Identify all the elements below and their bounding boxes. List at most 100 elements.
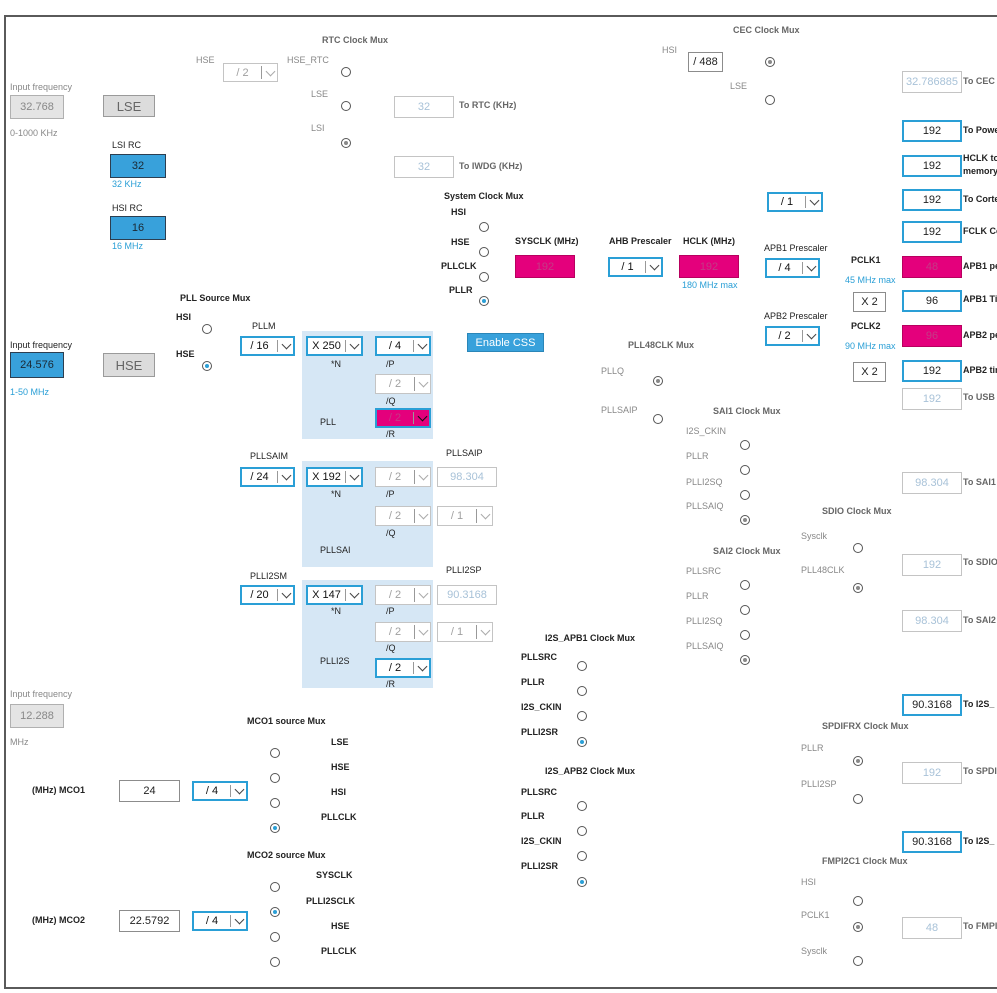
i2s-apb1-output-value[interactable]: 90.3168 [902, 694, 962, 716]
mco1-option-hsi[interactable] [270, 798, 280, 808]
apb2-peripheral-output[interactable]: 96 [902, 325, 962, 347]
pllsain-select[interactable]: X 192 [306, 467, 363, 487]
i2s-apb1-option-plli2sr[interactable] [577, 737, 587, 747]
plln-label: *N [331, 359, 342, 369]
sai1-option-i2s-ckin[interactable] [740, 440, 750, 450]
spdif-option-plli2sp[interactable] [853, 794, 863, 804]
i2s-apb1-option-i2s-ckin[interactable] [577, 711, 587, 721]
plli2sp-select[interactable]: / 2 [375, 585, 431, 605]
sai1-input-pllsaiq: PLLSAIQ [686, 501, 724, 511]
i2s-apb2-option-pllsrc[interactable] [577, 801, 587, 811]
pll-source-hse-label: HSE [176, 349, 195, 359]
sys-mux-option-pllr[interactable] [479, 296, 489, 306]
rtc-mux-option-lse[interactable] [341, 101, 351, 111]
i2s-apb2-output-value[interactable]: 90.3168 [902, 831, 962, 853]
ahb-prescaler-select[interactable]: / 1 [608, 257, 663, 277]
sai2-option-pllr[interactable] [740, 605, 750, 615]
plli2sm-select[interactable]: / 20 [240, 585, 295, 605]
i2s-apb2-option-i2s-ckin[interactable] [577, 851, 587, 861]
mco1-option-lse[interactable] [270, 748, 280, 758]
chevron-down-icon [281, 470, 292, 481]
pllq-select[interactable]: / 2 [375, 374, 431, 394]
mco2-divider-select[interactable]: / 4 [192, 911, 248, 931]
sai2-option-pllsrc[interactable] [740, 580, 750, 590]
fclk-output[interactable]: 192 [902, 221, 962, 243]
pllsaip-select[interactable]: / 2 [375, 467, 431, 487]
enable-css-button[interactable]: Enable CSS [467, 333, 544, 352]
sai2-option-pllsaiq[interactable] [740, 655, 750, 665]
plli2sn-select[interactable]: X 147 [306, 585, 363, 605]
hse-input-frequency[interactable]: 24.576 [10, 352, 64, 378]
fmpi2c-option-hsi[interactable] [853, 896, 863, 906]
mco2-option-sysclk[interactable] [270, 882, 280, 892]
pllsaip-out-value: 98.304 [437, 467, 497, 487]
apb1-prescaler-select[interactable]: / 4 [765, 258, 820, 278]
apb1-timer-output[interactable]: 96 [902, 290, 962, 312]
mco1-divider-select[interactable]: / 4 [192, 781, 248, 801]
plli2sr-select[interactable]: / 2 [375, 658, 431, 678]
chevron-down-icon [281, 339, 292, 350]
hclk-memory-output[interactable]: 192 [902, 155, 962, 177]
sdio-option-pll48clk[interactable] [853, 583, 863, 593]
pll48-option-pllsaip[interactable] [653, 414, 663, 424]
sdio-option-sysclk[interactable] [853, 543, 863, 553]
rtc-mux-option-hse[interactable] [341, 67, 351, 77]
mco2-option-pllclk[interactable] [270, 957, 280, 967]
cec-mux-option-lse[interactable] [765, 95, 775, 105]
pllsaiq-divider-select[interactable]: / 1 [437, 506, 493, 526]
pll-source-option-hse[interactable] [202, 361, 212, 371]
fmpi2c-option-pclk1[interactable] [853, 922, 863, 932]
fmpi2c-option-sysclk[interactable] [853, 956, 863, 966]
pllsaiq-select[interactable]: / 2 [375, 506, 431, 526]
sys-hse-label: HSE [451, 237, 470, 247]
sai1-option-pllsaiq[interactable] [740, 515, 750, 525]
sys-mux-option-pllclk[interactable] [479, 272, 489, 282]
pllsaim-label: PLLSAIM [250, 451, 289, 461]
pllp-select[interactable]: / 4 [375, 336, 431, 356]
sys-mux-option-hse[interactable] [479, 247, 489, 257]
pll48-option-pllq[interactable] [653, 376, 663, 386]
apb2-prescaler-select[interactable]: / 2 [765, 326, 820, 346]
pll48-pllsaip-label: PLLSAIP [601, 405, 638, 415]
hclk-memory-label-2: memory [963, 166, 997, 176]
rtc-mux-option-lsi[interactable] [341, 138, 351, 148]
sai1-input-plli2sq: PLLI2SQ [686, 477, 723, 487]
sysclk-value[interactable]: 192 [515, 255, 575, 278]
apb1-peripheral-label: APB1 pe [963, 261, 997, 271]
pllsaim-select[interactable]: / 24 [240, 467, 295, 487]
spdif-option-pllr[interactable] [853, 756, 863, 766]
sai1-option-plli2sq[interactable] [740, 490, 750, 500]
mco1-option-pllclk[interactable] [270, 823, 280, 833]
hse-oscillator[interactable]: HSE [103, 353, 155, 377]
pllsain-label: *N [331, 489, 342, 499]
pllr-select[interactable]: / 2 [375, 408, 431, 428]
pllm-select[interactable]: / 16 [240, 336, 295, 356]
apb2-timer-output[interactable]: 192 [902, 360, 962, 382]
mco1-option-hse[interactable] [270, 773, 280, 783]
sys-mux-option-hsi[interactable] [479, 222, 489, 232]
plli2sq-select[interactable]: / 2 [375, 622, 431, 642]
i2s-input-frequency[interactable]: 12.288 [10, 704, 64, 728]
rtc-hse-divider[interactable]: / 2 [223, 63, 278, 82]
plln-select[interactable]: X 250 [306, 336, 363, 356]
hclk-value[interactable]: 192 [679, 255, 739, 278]
i2s-apb1-input-i2s-ckin: I2S_CKIN [521, 702, 562, 712]
mco2-option-hse[interactable] [270, 932, 280, 942]
lse-input-frequency[interactable]: 32.768 [10, 95, 64, 119]
sai1-option-pllr[interactable] [740, 465, 750, 475]
cortex-divider-select[interactable]: / 1 [767, 192, 823, 212]
pll48-pllq-label: PLLQ [601, 366, 625, 376]
power-output[interactable]: 192 [902, 120, 962, 142]
i2s-apb1-option-pllsrc[interactable] [577, 661, 587, 671]
i2s-apb2-option-plli2sr[interactable] [577, 877, 587, 887]
mco2-option-plli2sclk[interactable] [270, 907, 280, 917]
lse-oscillator[interactable]: LSE [103, 95, 155, 117]
cortex-output[interactable]: 192 [902, 189, 962, 211]
pll-source-option-hsi[interactable] [202, 324, 212, 334]
cec-mux-option-hsi[interactable] [765, 57, 775, 67]
apb1-peripheral-output[interactable]: 48 [902, 256, 962, 278]
i2s-apb2-option-pllr[interactable] [577, 826, 587, 836]
i2s-apb1-option-pllr[interactable] [577, 686, 587, 696]
sai2-option-plli2sq[interactable] [740, 630, 750, 640]
plli2sq-divider-select[interactable]: / 1 [437, 622, 493, 642]
